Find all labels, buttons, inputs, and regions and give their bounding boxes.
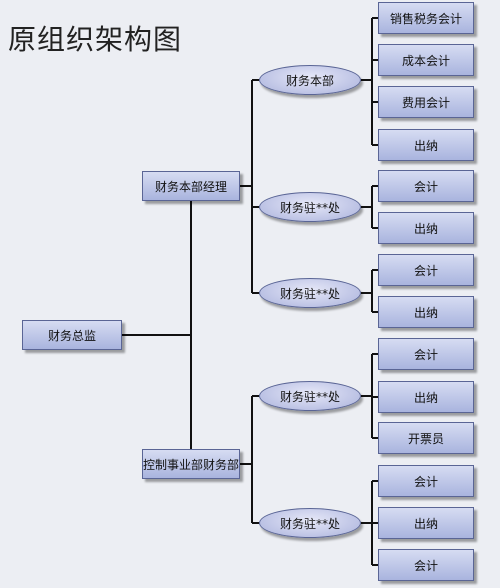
branch-node: 财务本部经理 [142,171,240,201]
role-node: 会计 [378,170,474,202]
branch-node: 控制事业部财务部 [142,449,240,479]
role-node: 会计 [378,254,474,286]
role-node: 出纳 [378,507,474,539]
role-node: 成本会计 [378,44,474,76]
role-node: 出纳 [378,296,474,328]
role-node: 会计 [378,338,474,370]
root-node: 财务总监 [22,320,122,350]
role-node: 费用会计 [378,86,474,118]
unit-node: 财务本部 [259,65,361,95]
role-node: 销售税务会计 [378,2,474,34]
role-node: 会计 [378,549,474,581]
role-node: 会计 [378,465,474,497]
unit-node: 财务驻**处 [259,508,361,538]
unit-node: 财务驻**处 [259,381,361,411]
role-node: 开票员 [378,422,474,454]
role-node: 出纳 [378,212,474,244]
unit-node: 财务驻**处 [259,278,361,308]
unit-node: 财务驻**处 [259,192,361,222]
role-node: 出纳 [378,381,474,413]
page-title: 原组织架构图 [8,23,183,56]
role-node: 出纳 [378,129,474,161]
